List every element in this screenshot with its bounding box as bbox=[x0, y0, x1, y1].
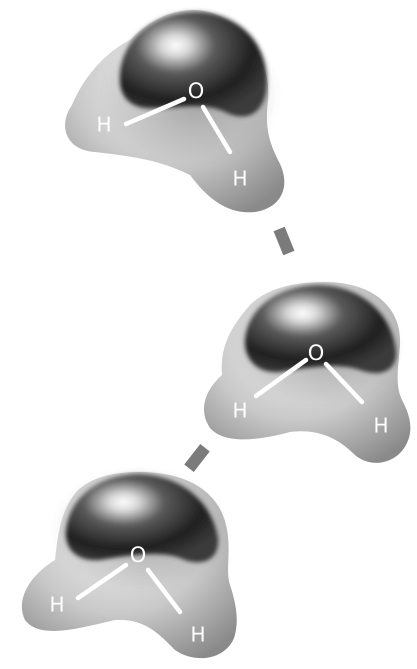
oh-bond-right bbox=[323, 361, 365, 405]
hydrogen-label-left: H bbox=[232, 399, 247, 423]
oxygen-label: O bbox=[188, 79, 205, 103]
oxygen-region bbox=[65, 474, 219, 563]
oh-bond-left bbox=[253, 357, 309, 399]
oxygen-region bbox=[119, 11, 267, 117]
oxygen-label: O bbox=[130, 543, 147, 567]
hydrogen-label-left: H bbox=[49, 593, 64, 617]
hydrogen-bond-dash bbox=[273, 226, 295, 256]
hydrogen-label-left: H bbox=[96, 113, 111, 137]
hydrogen-bond-dash bbox=[184, 444, 210, 472]
oh-bond-right bbox=[200, 104, 233, 155]
water-molecule-bottom: O H H bbox=[21, 468, 237, 659]
hydrogen-label-right: H bbox=[232, 167, 247, 191]
oh-bond-left bbox=[75, 562, 129, 601]
oh-bond-left bbox=[123, 96, 187, 127]
oh-bond-right bbox=[145, 567, 183, 615]
hydrogen-label-right: H bbox=[373, 414, 388, 438]
oxygen-region bbox=[244, 285, 397, 374]
hydrogen-label-right: H bbox=[190, 623, 205, 647]
oxygen-label: O bbox=[308, 341, 325, 365]
water-molecule-top: O H H bbox=[65, 10, 285, 213]
water-molecule-middle: O H H bbox=[203, 282, 411, 463]
